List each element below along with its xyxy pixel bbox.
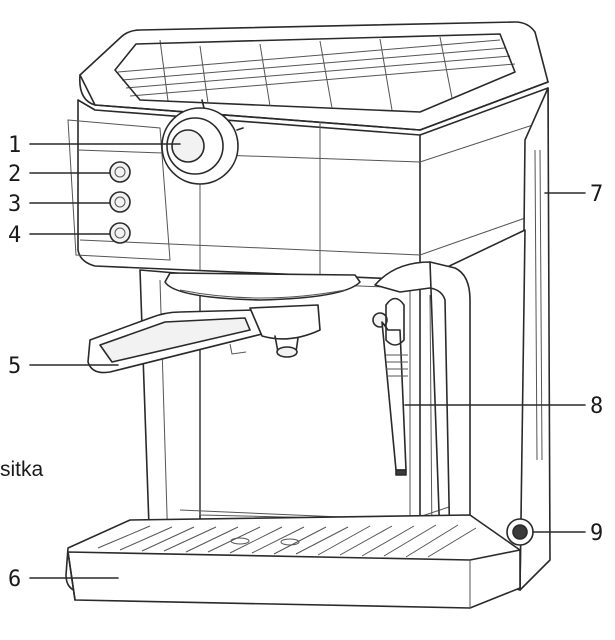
callout-3: 3	[8, 192, 21, 217]
callout-1: 1	[8, 133, 21, 158]
power-button[interactable]	[109, 161, 131, 183]
callout-8: 8	[590, 394, 603, 419]
brew-group	[164, 272, 361, 301]
drip-tray[interactable]	[65, 514, 521, 609]
power-switch[interactable]	[506, 518, 534, 546]
machine-body	[77, 21, 551, 591]
callout-5: 5	[8, 354, 21, 379]
callout-6: 6	[8, 567, 21, 592]
top-cup-warmer-grate	[114, 33, 516, 113]
control-panel	[67, 99, 244, 261]
callout-7: 7	[590, 182, 603, 207]
callout-4: 4	[8, 223, 21, 248]
steam-wand[interactable]	[372, 297, 408, 476]
portafilter[interactable]	[87, 304, 321, 374]
drip-tray-grate	[97, 524, 477, 558]
steam-button[interactable]	[109, 222, 131, 244]
selector-knob[interactable]	[161, 99, 244, 185]
callout-labels: 1 2 3 4 5 6 7 8 9	[8, 133, 603, 592]
callout-9: 9	[590, 521, 603, 546]
espresso-button[interactable]	[109, 191, 131, 213]
callout-2: 2	[8, 162, 21, 187]
leader-lines	[29, 143, 586, 579]
side-text-fragment: sitka	[0, 458, 44, 481]
